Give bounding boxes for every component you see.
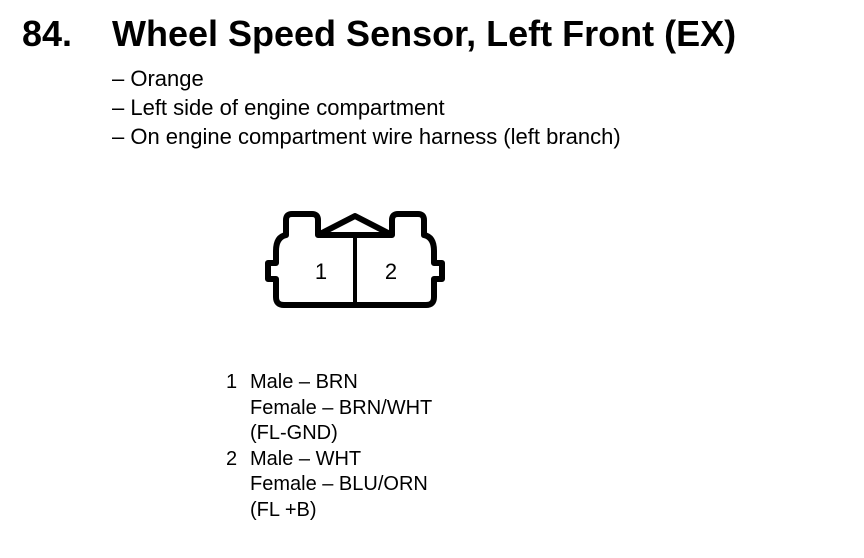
location-notes: – Orange – Left side of engine compartme… [112,64,621,151]
pin-circuit: (FL-GND) [250,422,338,444]
pin-male-wire: Male – WHT [250,447,362,470]
connector-outline [265,211,445,308]
pin-item: 2 Male – WHT Female – BLU/ORN (FL +B) [226,447,432,524]
connector-latch [316,213,394,238]
component-title: Wheel Speed Sensor, Left Front (EX) [112,13,737,54]
cavity-label-1: 1 [315,259,327,284]
connector-diagram: 1 2 [265,211,445,308]
pin-number: 1 [226,371,238,393]
note-color: – Orange [112,66,204,91]
note-location: – Left side of engine compartment [112,95,445,120]
pin-list: 1 Male – BRN Female – BRN/WHT (FL-GND) 2… [226,370,432,523]
pin-female-wire: Female – BLU/ORN [250,473,428,495]
page-title: 84. Wheel Speed Sensor, Left Front (EX) [22,12,736,56]
pin-item: 1 Male – BRN Female – BRN/WHT (FL-GND) [226,370,432,447]
item-number: 84. [22,13,73,54]
pin-number: 2 [226,447,238,470]
pin-male-wire: Male – BRN [250,371,358,393]
cavity-label-2: 2 [385,259,397,284]
note-harness: – On engine compartment wire harness (le… [112,124,621,149]
pin-female-wire: Female – BRN/WHT [250,396,433,419]
pin-circuit: (FL +B) [250,498,317,521]
